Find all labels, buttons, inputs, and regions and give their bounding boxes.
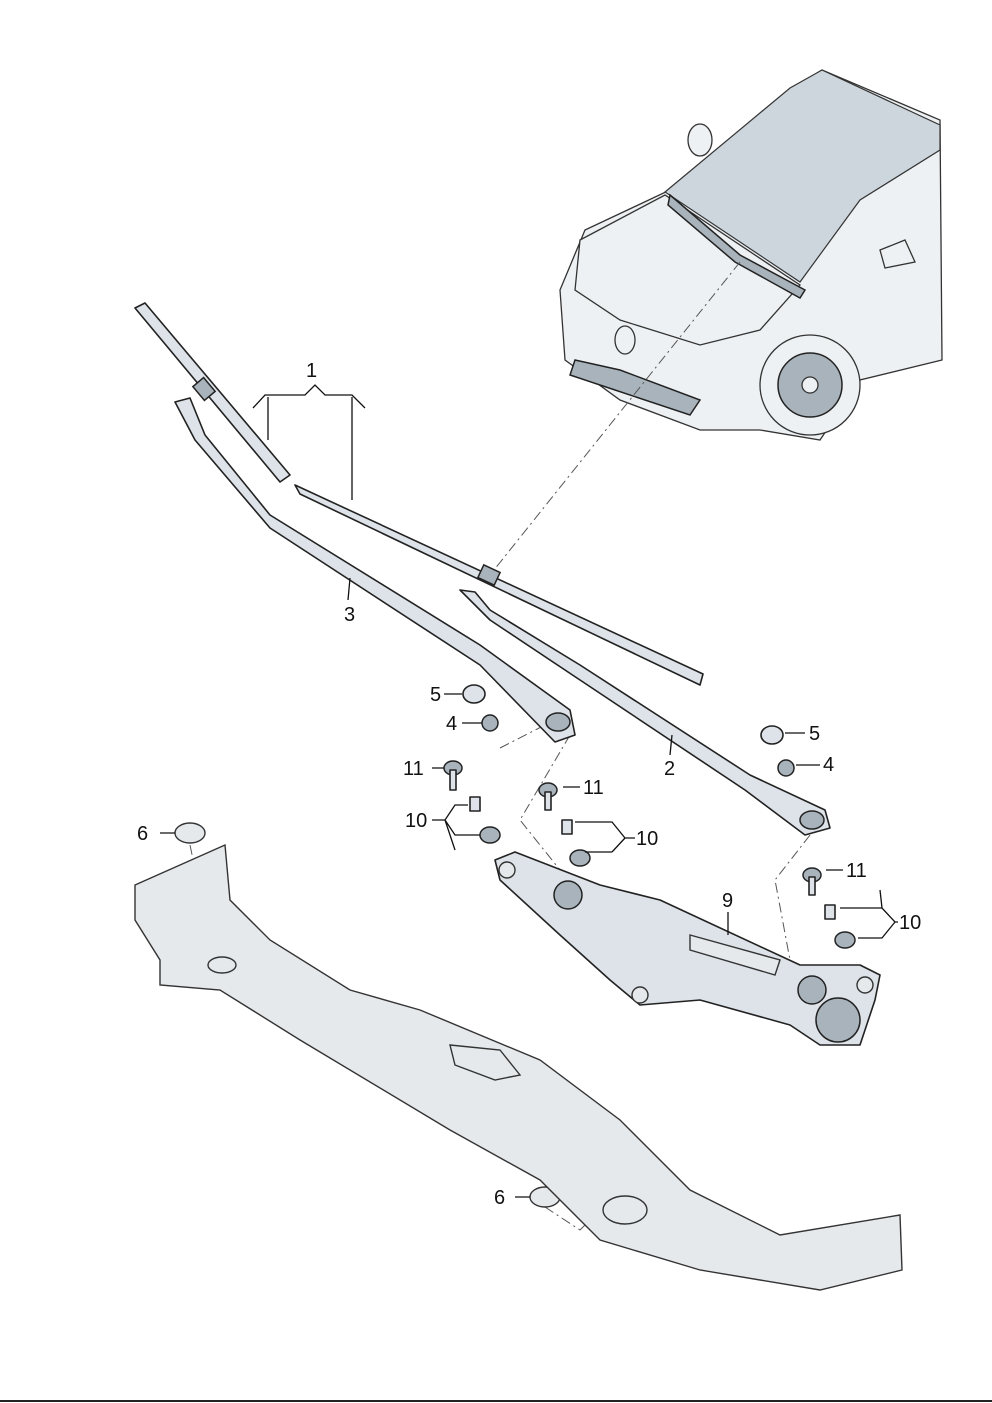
- wiper-arm-left: [174, 397, 576, 743]
- wiper-blade-right: [294, 484, 704, 686]
- callout-5-right: 5: [809, 723, 820, 745]
- callout-10-right: 10: [899, 912, 921, 934]
- callout-6-bottom: 6: [494, 1187, 505, 1209]
- plenum-panel-cover: [134, 843, 903, 1291]
- wiper-arm-right: [459, 589, 831, 836]
- callout-11-right: 11: [846, 860, 867, 882]
- callout-10-left: 10: [405, 810, 427, 832]
- wiper-blade-left: [134, 302, 291, 483]
- callout-3: 3: [344, 604, 355, 626]
- vehicle-illustration: [559, 69, 943, 441]
- callout-2: 2: [664, 758, 675, 780]
- callout-6-top: 6: [137, 823, 148, 845]
- callout-5-left: 5: [430, 684, 441, 706]
- callout-4-left: 4: [446, 713, 457, 735]
- callout-11-left: 11: [403, 758, 424, 780]
- leader-lines: [160, 384, 898, 1198]
- wiper-linkage-motor: [494, 851, 881, 1046]
- callout-10-center: 10: [636, 828, 658, 850]
- page-bottom-rule: [0, 1400, 992, 1402]
- callout-1: 1: [306, 360, 317, 382]
- callout-11-center: 11: [583, 777, 604, 799]
- callout-9: 9: [722, 890, 733, 912]
- callout-4-right: 4: [823, 754, 834, 776]
